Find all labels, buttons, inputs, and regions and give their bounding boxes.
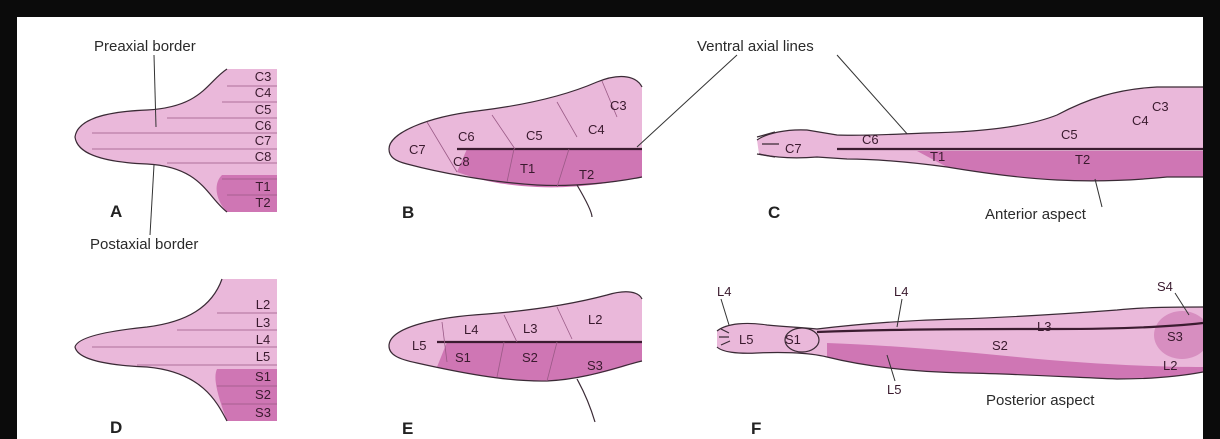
panel-c-c6: C6	[862, 132, 879, 147]
panel-d-seg-3: L5	[256, 349, 270, 364]
panel-e-l4: L4	[464, 322, 478, 337]
panel-a-seg-4: C7	[255, 133, 272, 148]
panel-f-s3: S3	[1167, 329, 1183, 344]
panel-e-s2: S2	[522, 350, 538, 365]
panel-a-seg-6: T1	[255, 179, 270, 194]
panel-d: L2 L3 L4 L5 S1 S2 S3 D	[75, 279, 277, 437]
panel-c-t1: T1	[930, 149, 945, 164]
panel-e-l3: L3	[523, 321, 537, 336]
panel-c-c5: C5	[1061, 127, 1078, 142]
panel-c-c7: C7	[785, 141, 802, 156]
panel-e-s1: S1	[455, 350, 471, 365]
panel-d-seg-5: S2	[255, 387, 271, 402]
panel-d-seg-1: L3	[256, 315, 270, 330]
panel-d-seg-0: L2	[256, 297, 270, 312]
panel-a-seg-5: C8	[255, 149, 272, 164]
panel-f-l3: L3	[1037, 319, 1051, 334]
panel-c: C7 C6 T1 C5 C4 C3 T2 Anterior aspect C	[757, 87, 1203, 223]
panel-a-seg-7: T2	[255, 195, 270, 210]
panel-f-s2: S2	[992, 338, 1008, 353]
panel-e-s3: S3	[587, 358, 603, 373]
panel-f-l2: L2	[1163, 358, 1177, 373]
panel-c-dark-region	[917, 151, 1203, 181]
postaxial-leader	[150, 165, 154, 235]
panel-b-c7: C7	[409, 142, 426, 157]
ventral-axial-leader-b	[637, 55, 737, 147]
ventral-axial-lines-label: Ventral axial lines	[697, 38, 814, 55]
panel-f-l5-leg: L5	[887, 382, 901, 397]
dermatome-figure: C3 C4 C5 C6 C7 C8 T1 T2 Preaxial border …	[17, 17, 1203, 439]
panel-e-l5: L5	[412, 338, 426, 353]
postaxial-border-label: Postaxial border	[90, 236, 198, 253]
panel-a-seg-2: C5	[255, 102, 272, 117]
anterior-aspect-label: Anterior aspect	[985, 206, 1087, 223]
panel-b-t1: T1	[520, 161, 535, 176]
panel-b-c4: C4	[588, 122, 605, 137]
panel-a-seg-1: C4	[255, 85, 272, 100]
panel-e-letter: E	[402, 419, 413, 438]
panel-b: C7 C6 C8 C5 C4 C3 T1 T2 B	[389, 77, 642, 222]
panel-b-c6: C6	[458, 129, 475, 144]
panel-f-l4-foot: L4	[717, 284, 731, 299]
panel-f-s4: S4	[1157, 279, 1173, 294]
panel-d-letter: D	[110, 418, 122, 437]
panel-a-seg-3: C6	[255, 118, 272, 133]
panel-f: L4 L4 L5 S1 L3 S2 S3 S4 L2 L5 Posterior …	[717, 279, 1203, 438]
panel-b-c8: C8	[453, 154, 470, 169]
panel-e-l2: L2	[588, 312, 602, 327]
panel-f-l4-leg: L4	[894, 284, 908, 299]
panel-c-letter: C	[768, 203, 780, 222]
panel-e-trunk-line	[577, 379, 595, 422]
panel-b-trunk-line	[577, 185, 592, 217]
panel-b-c3: C3	[610, 98, 627, 113]
panel-a-letter: A	[110, 202, 122, 221]
diagram-canvas: C3 C4 C5 C6 C7 C8 T1 T2 Preaxial border …	[17, 17, 1203, 439]
panel-f-s1: S1	[785, 332, 801, 347]
panel-c-c4: C4	[1132, 113, 1149, 128]
preaxial-border-label: Preaxial border	[94, 38, 196, 55]
panel-a-seg-0: C3	[255, 69, 272, 84]
panel-b-t2: T2	[579, 167, 594, 182]
panel-d-seg-4: S1	[255, 369, 271, 384]
panel-f-l4-foot-leader	[721, 299, 729, 325]
panel-a: C3 C4 C5 C6 C7 C8 T1 T2 Preaxial border …	[75, 38, 277, 253]
panel-f-l5-foot: L5	[739, 332, 753, 347]
panel-b-c5: C5	[526, 128, 543, 143]
panel-c-c3: C3	[1152, 99, 1169, 114]
posterior-aspect-label: Posterior aspect	[986, 392, 1095, 409]
anterior-aspect-leader	[1095, 179, 1102, 207]
panel-f-letter: F	[751, 419, 761, 438]
panel-d-seg-6: S3	[255, 405, 271, 420]
panel-e: L5 L4 L3 L2 S1 S2 S3 E	[389, 292, 642, 438]
panel-c-t2: T2	[1075, 152, 1090, 167]
panel-d-seg-2: L4	[256, 332, 270, 347]
panel-b-letter: B	[402, 203, 414, 222]
